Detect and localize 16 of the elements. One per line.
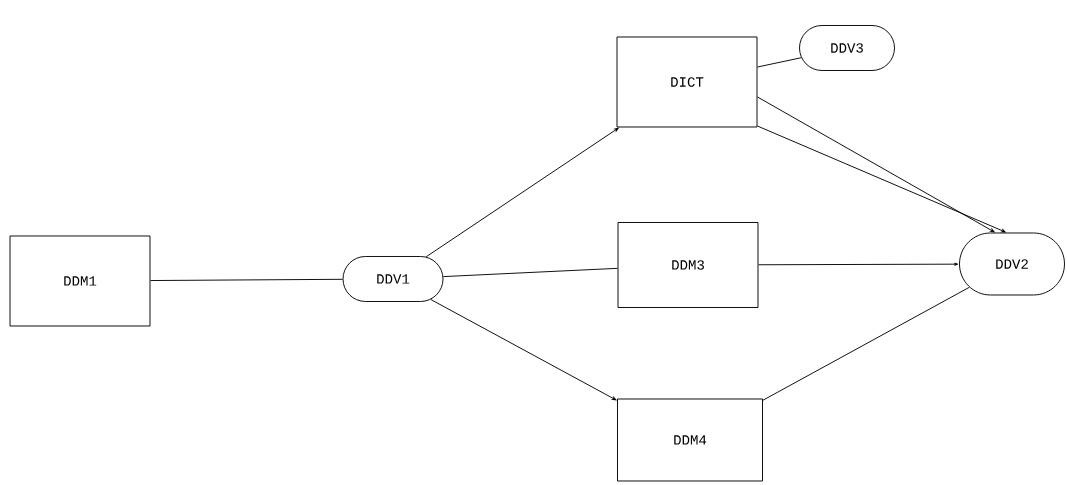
terminal-pill: DDV1 [342, 256, 444, 302]
terminal-pill: DDV3 [799, 25, 895, 71]
process-box: DDM3 [617, 222, 759, 308]
connector [430, 299, 617, 401]
terminal-pill: DDV2 [959, 232, 1065, 296]
process-box: DDM1 [9, 235, 151, 327]
connector [150, 278, 343, 281]
connector [757, 96, 995, 233]
process-box: DICT [616, 36, 758, 128]
connector [758, 262, 959, 266]
connector [425, 127, 619, 258]
connector [757, 57, 802, 68]
connector [762, 286, 970, 401]
connector [757, 125, 1006, 233]
connector [442, 267, 618, 278]
process-box: DDM4 [617, 398, 763, 482]
